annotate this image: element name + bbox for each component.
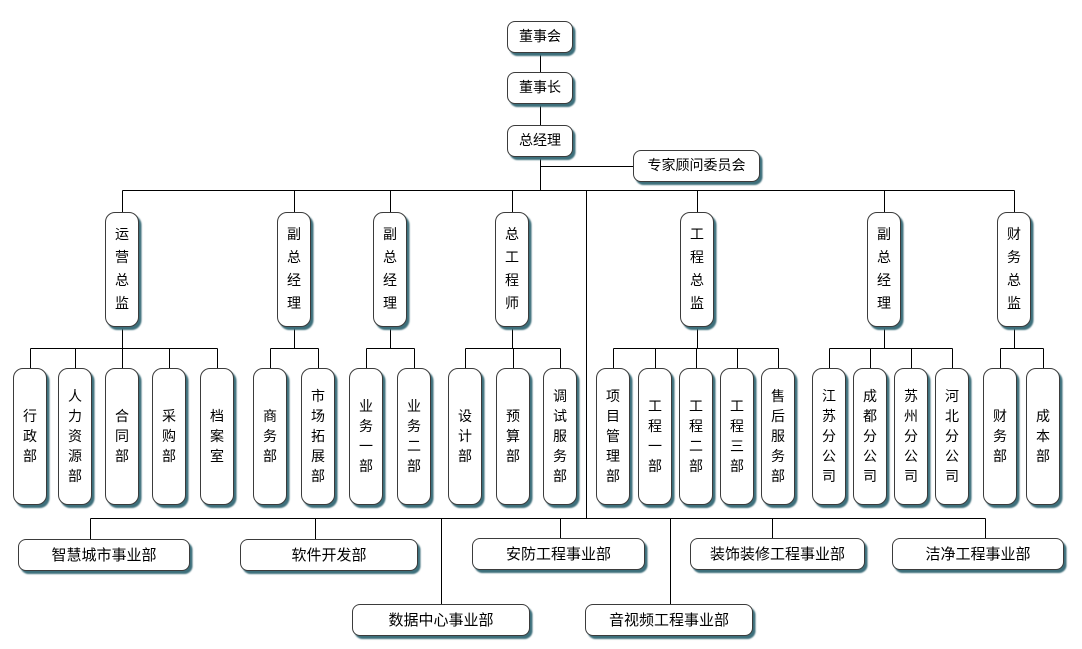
node-label: 档案室	[210, 408, 224, 465]
node-label: 江苏分公司	[822, 388, 836, 485]
node-cost-dept: 成本部	[1026, 368, 1060, 505]
node-admin-dept: 行政部	[13, 368, 47, 505]
node-label: 业务二部	[407, 398, 421, 475]
node-label: 总经理	[519, 133, 561, 149]
node-board-of-directors: 董事会	[507, 21, 573, 53]
node-label: 商务部	[263, 408, 277, 465]
node-chengdu-branch: 成都分公司	[853, 368, 887, 505]
node-label: 副总经理	[383, 226, 397, 312]
node-label: 行政部	[23, 408, 37, 465]
node-software-development-dept: 软件开发部	[240, 539, 418, 571]
node-label: 副总经理	[877, 226, 891, 312]
node-deputy-general-manager-1: 副总经理	[277, 212, 311, 327]
node-label: 工程一部	[648, 398, 662, 475]
node-label: 工程二部	[689, 398, 703, 475]
node-data-center-division: 数据中心事业部	[352, 604, 530, 636]
node-label: 售后服务部	[771, 388, 785, 485]
node-label: 成都分公司	[863, 388, 877, 485]
node-label: 董事长	[519, 80, 561, 96]
node-label: 工程三部	[730, 398, 744, 475]
node-label: 设计部	[458, 408, 472, 465]
node-label: 工程总监	[690, 226, 704, 312]
node-expert-advisory-committee: 专家顾问委员会	[633, 150, 760, 182]
node-engineering-dept-3: 工程三部	[720, 368, 754, 505]
node-deputy-general-manager-3: 副总经理	[867, 212, 901, 327]
node-engineering-dept-2: 工程二部	[679, 368, 713, 505]
node-label: 调试服务部	[553, 388, 567, 485]
node-label: 总工程师	[505, 226, 519, 312]
node-decoration-engineering-division: 装饰装修工程事业部	[690, 538, 865, 570]
node-label: 安防工程事业部	[505, 545, 611, 563]
node-label: 成本部	[1036, 408, 1050, 465]
node-label: 财务部	[993, 408, 1007, 465]
node-deputy-general-manager-2: 副总经理	[373, 212, 407, 327]
node-business-dept-2: 业务二部	[397, 368, 431, 505]
node-jiangsu-branch: 江苏分公司	[812, 368, 846, 505]
node-label: 市场拓展部	[311, 388, 325, 485]
node-label: 智慧城市事业部	[51, 546, 157, 564]
node-label: 副总经理	[287, 226, 301, 312]
node-label: 数据中心事业部	[388, 611, 494, 629]
node-label: 软件开发部	[291, 546, 367, 564]
node-label: 合同部	[115, 408, 129, 465]
node-business-dept-1: 业务一部	[349, 368, 383, 505]
node-hebei-branch: 河北分公司	[935, 368, 969, 505]
node-engineering-director: 工程总监	[680, 212, 714, 327]
node-clean-engineering-division: 洁净工程事业部	[892, 538, 1064, 570]
node-chairman: 董事长	[507, 72, 573, 104]
node-contract-dept: 合同部	[105, 368, 139, 505]
node-label: 河北分公司	[945, 388, 959, 485]
node-design-dept: 设计部	[448, 368, 482, 505]
node-label: 人力资源部	[68, 388, 82, 485]
node-operations-director: 运营总监	[105, 212, 139, 327]
node-finance-director: 财务总监	[997, 212, 1031, 327]
node-project-management-dept: 项目管理部	[596, 368, 630, 505]
node-label: 项目管理部	[606, 388, 620, 485]
node-suzhou-branch: 苏州分公司	[894, 368, 928, 505]
node-smart-city-division: 智慧城市事业部	[18, 539, 190, 571]
node-procurement-dept: 采购部	[152, 368, 186, 505]
node-engineering-dept-1: 工程一部	[638, 368, 672, 505]
node-label: 财务总监	[1007, 226, 1021, 312]
node-commissioning-service-dept: 调试服务部	[543, 368, 577, 505]
node-label: 预算部	[506, 408, 520, 465]
node-label: 运营总监	[115, 226, 129, 312]
node-label: 洁净工程事业部	[925, 545, 1031, 563]
node-label: 业务一部	[359, 398, 373, 475]
node-label: 专家顾问委员会	[647, 158, 746, 174]
node-hr-dept: 人力资源部	[58, 368, 92, 505]
node-label: 音视频工程事业部	[608, 611, 729, 629]
node-market-expansion-dept: 市场拓展部	[301, 368, 335, 505]
node-label: 董事会	[519, 29, 561, 45]
node-av-engineering-division: 音视频工程事业部	[585, 604, 753, 636]
node-label: 苏州分公司	[904, 388, 918, 485]
node-chief-engineer: 总工程师	[495, 212, 529, 327]
node-general-manager: 总经理	[507, 125, 573, 157]
node-after-sales-service-dept: 售后服务部	[761, 368, 795, 505]
node-label: 采购部	[162, 408, 176, 465]
node-budget-dept: 预算部	[496, 368, 530, 505]
node-finance-dept: 财务部	[983, 368, 1017, 505]
node-archives-room: 档案室	[200, 368, 234, 505]
node-label: 装饰装修工程事业部	[709, 545, 845, 563]
node-security-engineering-division: 安防工程事业部	[472, 538, 645, 570]
node-commerce-dept: 商务部	[253, 368, 287, 505]
